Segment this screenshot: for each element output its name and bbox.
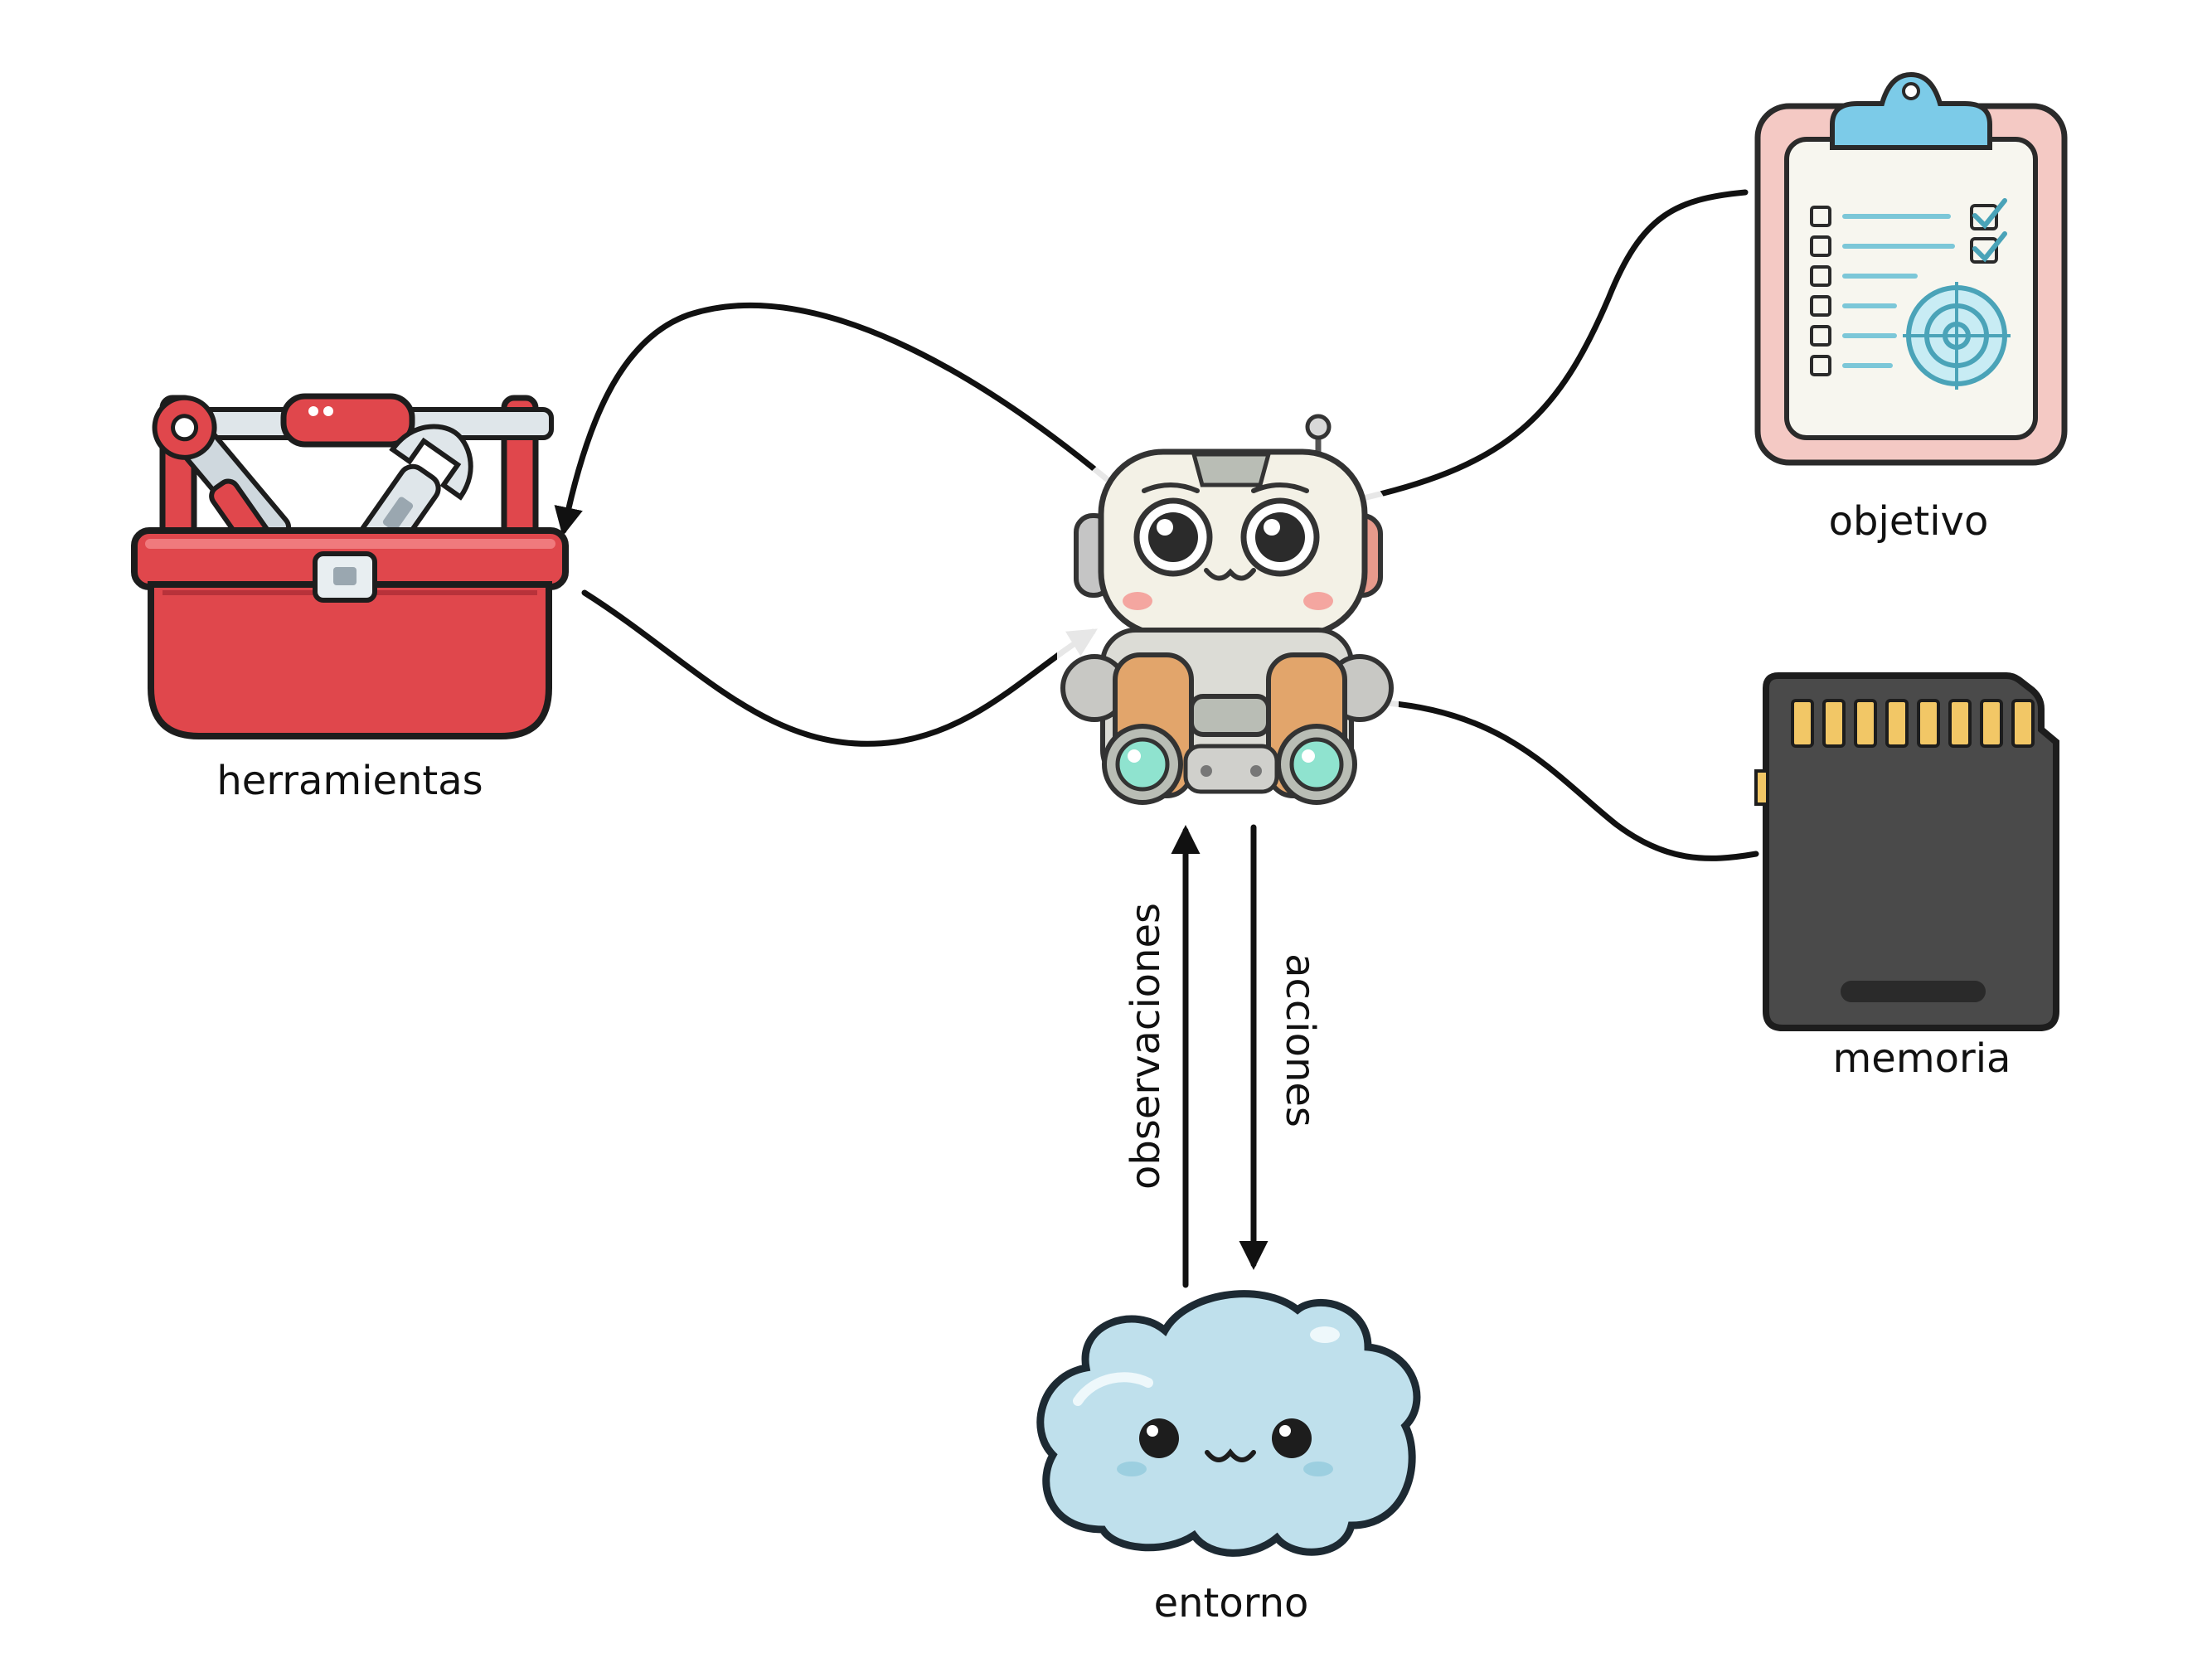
robot-goal-line <box>1363 189 1749 501</box>
environment-label: entorno <box>1154 1580 1309 1626</box>
robot-memory-line <box>1383 700 1759 861</box>
tools-to-robot-arrow <box>581 589 1098 747</box>
clipboard-checklist-icon <box>1754 71 2068 466</box>
observations-label: observaciones <box>1123 903 1169 1190</box>
toolbox-icon <box>131 393 569 739</box>
connectors <box>554 189 1759 1288</box>
robot-icon <box>1057 414 1399 819</box>
actions-label: acciones <box>1277 953 1323 1127</box>
tools-label: herramientas <box>216 758 483 804</box>
cloud-icon <box>1036 1290 1421 1557</box>
robot-to-tools-arrow <box>554 302 1110 536</box>
goal-label: objetivo <box>1829 498 1989 545</box>
memory-label: memoria <box>1833 1035 2011 1082</box>
memory-card-icon <box>1754 672 2059 1031</box>
